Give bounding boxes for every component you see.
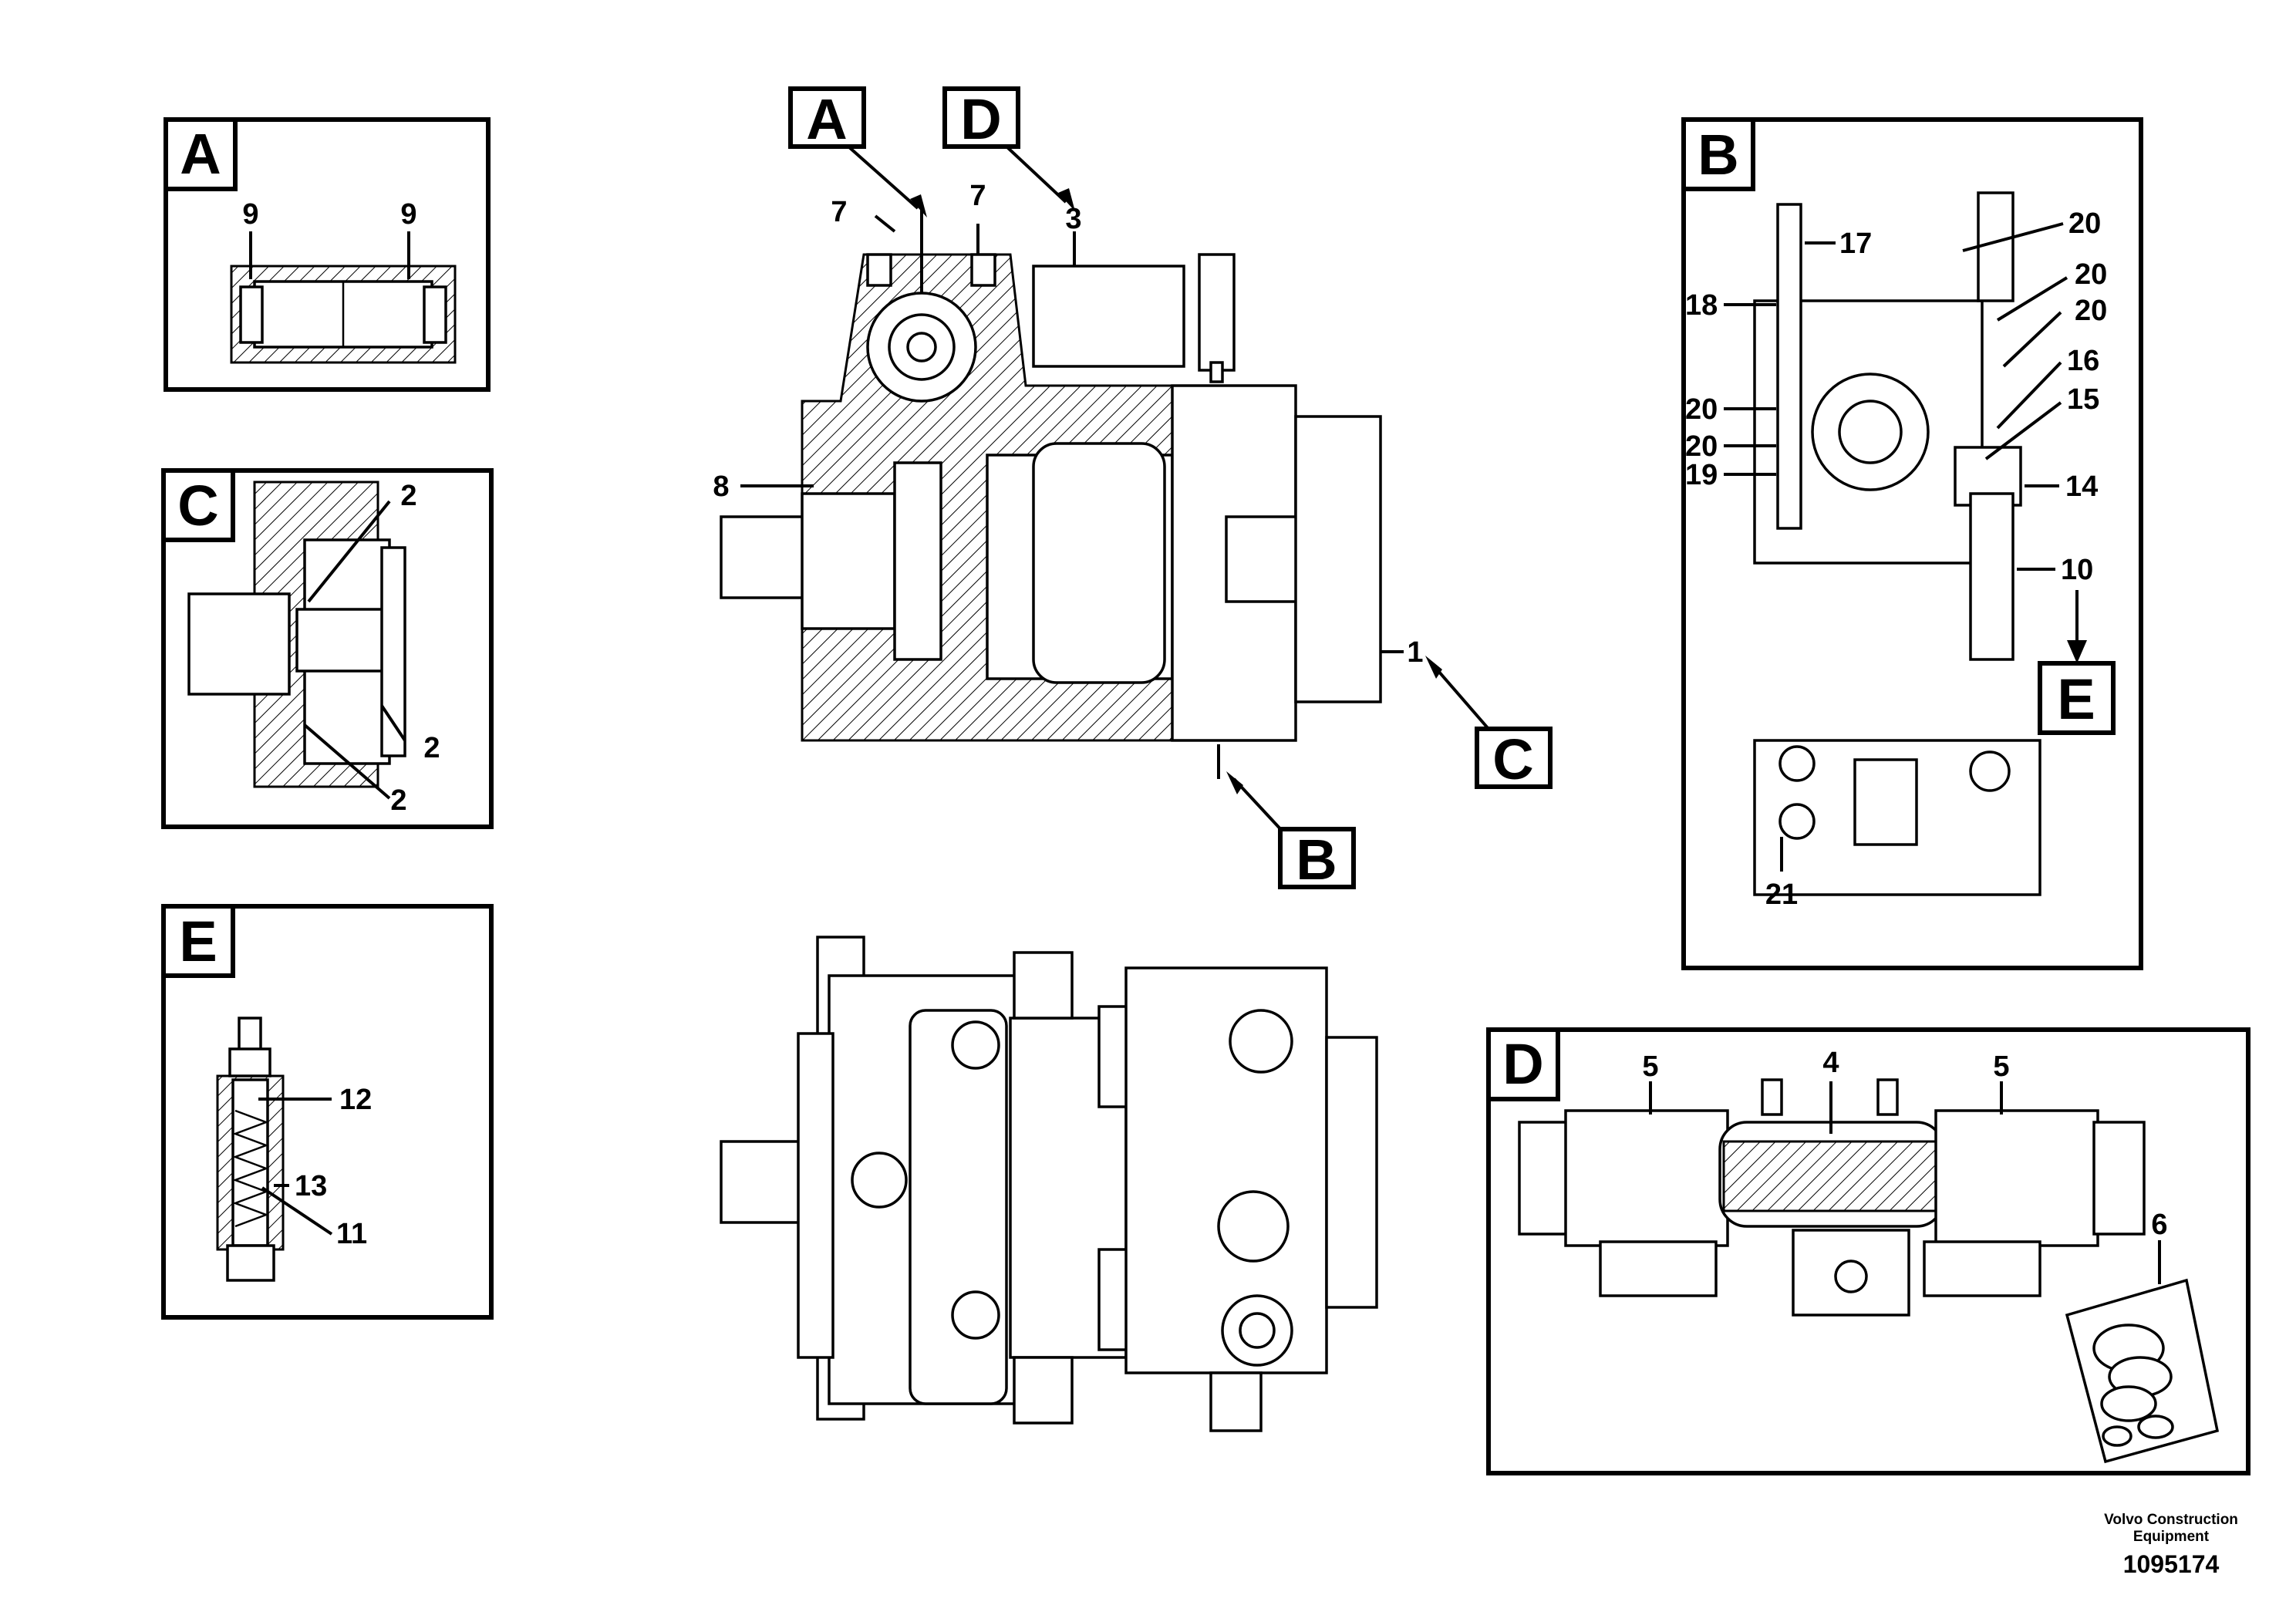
callout-15: 15	[2067, 383, 2099, 416]
callout-20-a: 20	[2068, 207, 2101, 240]
callout-3: 3	[1065, 203, 1081, 235]
detail-a-tag: A	[180, 122, 221, 186]
callout-18: 18	[1685, 289, 1718, 322]
detail-e-tag: E	[179, 909, 217, 973]
spool-sleeve-part	[230, 265, 457, 364]
callout-7-right: 7	[969, 180, 986, 212]
callout-11: 11	[336, 1218, 367, 1250]
callout-20-c: 20	[2075, 295, 2107, 327]
callout-17: 17	[1839, 228, 1872, 260]
callout-2-bottom: 2	[390, 784, 406, 817]
main-tag-d: D	[960, 87, 1001, 151]
drawing-number: 1095174	[2122, 1550, 2220, 1578]
callout-5-left: 5	[1642, 1050, 1658, 1083]
callout-2-top: 2	[400, 480, 416, 512]
company-name: Volvo Construction Equipment	[2104, 1512, 2238, 1545]
callout-8: 8	[713, 470, 729, 503]
detail-box-e: E 12 13 11	[161, 904, 494, 1320]
callout-14: 14	[2065, 470, 2098, 503]
callout-4: 4	[1822, 1047, 1839, 1079]
callout-21: 21	[1765, 878, 1798, 911]
pump-top-view	[720, 936, 1378, 1432]
main-tag-b: B	[1296, 828, 1337, 892]
callout-10: 10	[2061, 554, 2093, 586]
callout-1: 1	[1407, 636, 1423, 669]
solenoid-valve-part	[1518, 1078, 2146, 1317]
detail-box-a: A 9 9	[164, 117, 491, 392]
callout-9-left: 9	[242, 198, 258, 231]
detail-box-d: D 5 4 5 6	[1486, 1027, 2250, 1475]
seal-kit-bag-part	[2065, 1278, 2220, 1464]
callout-19: 19	[1685, 459, 1718, 491]
callout-20-e: 20	[1685, 430, 1718, 463]
callout-5-right: 5	[1993, 1050, 2009, 1083]
detail-box-c: C 2 2 2	[161, 468, 494, 829]
callout-9-right: 9	[400, 198, 416, 231]
callout-12: 12	[339, 1084, 372, 1116]
callout-6: 6	[2151, 1209, 2167, 1241]
detail-d-tag: D	[1502, 1032, 1543, 1096]
pump-section-view: A D 7 7 3 8 1	[713, 86, 1553, 892]
callout-7-left: 7	[831, 196, 847, 228]
main-tag-a: A	[806, 87, 847, 151]
control-block-part	[1753, 191, 2041, 896]
callout-20-d: 20	[1685, 393, 1718, 426]
main-tag-c: C	[1492, 727, 1533, 791]
callout-16: 16	[2067, 345, 2099, 377]
detail-b-tag-e: E	[2057, 667, 2095, 731]
callout-13: 13	[295, 1170, 327, 1202]
relief-valve-part	[216, 1017, 285, 1282]
housing-section-part	[187, 481, 406, 788]
detail-c-tag: C	[177, 474, 218, 538]
detail-box-b: B 17 20 20 20 18	[1681, 117, 2143, 970]
detail-b-tag: B	[1698, 123, 1738, 187]
callout-2-right: 2	[423, 732, 440, 764]
callout-20-b: 20	[2075, 258, 2107, 291]
